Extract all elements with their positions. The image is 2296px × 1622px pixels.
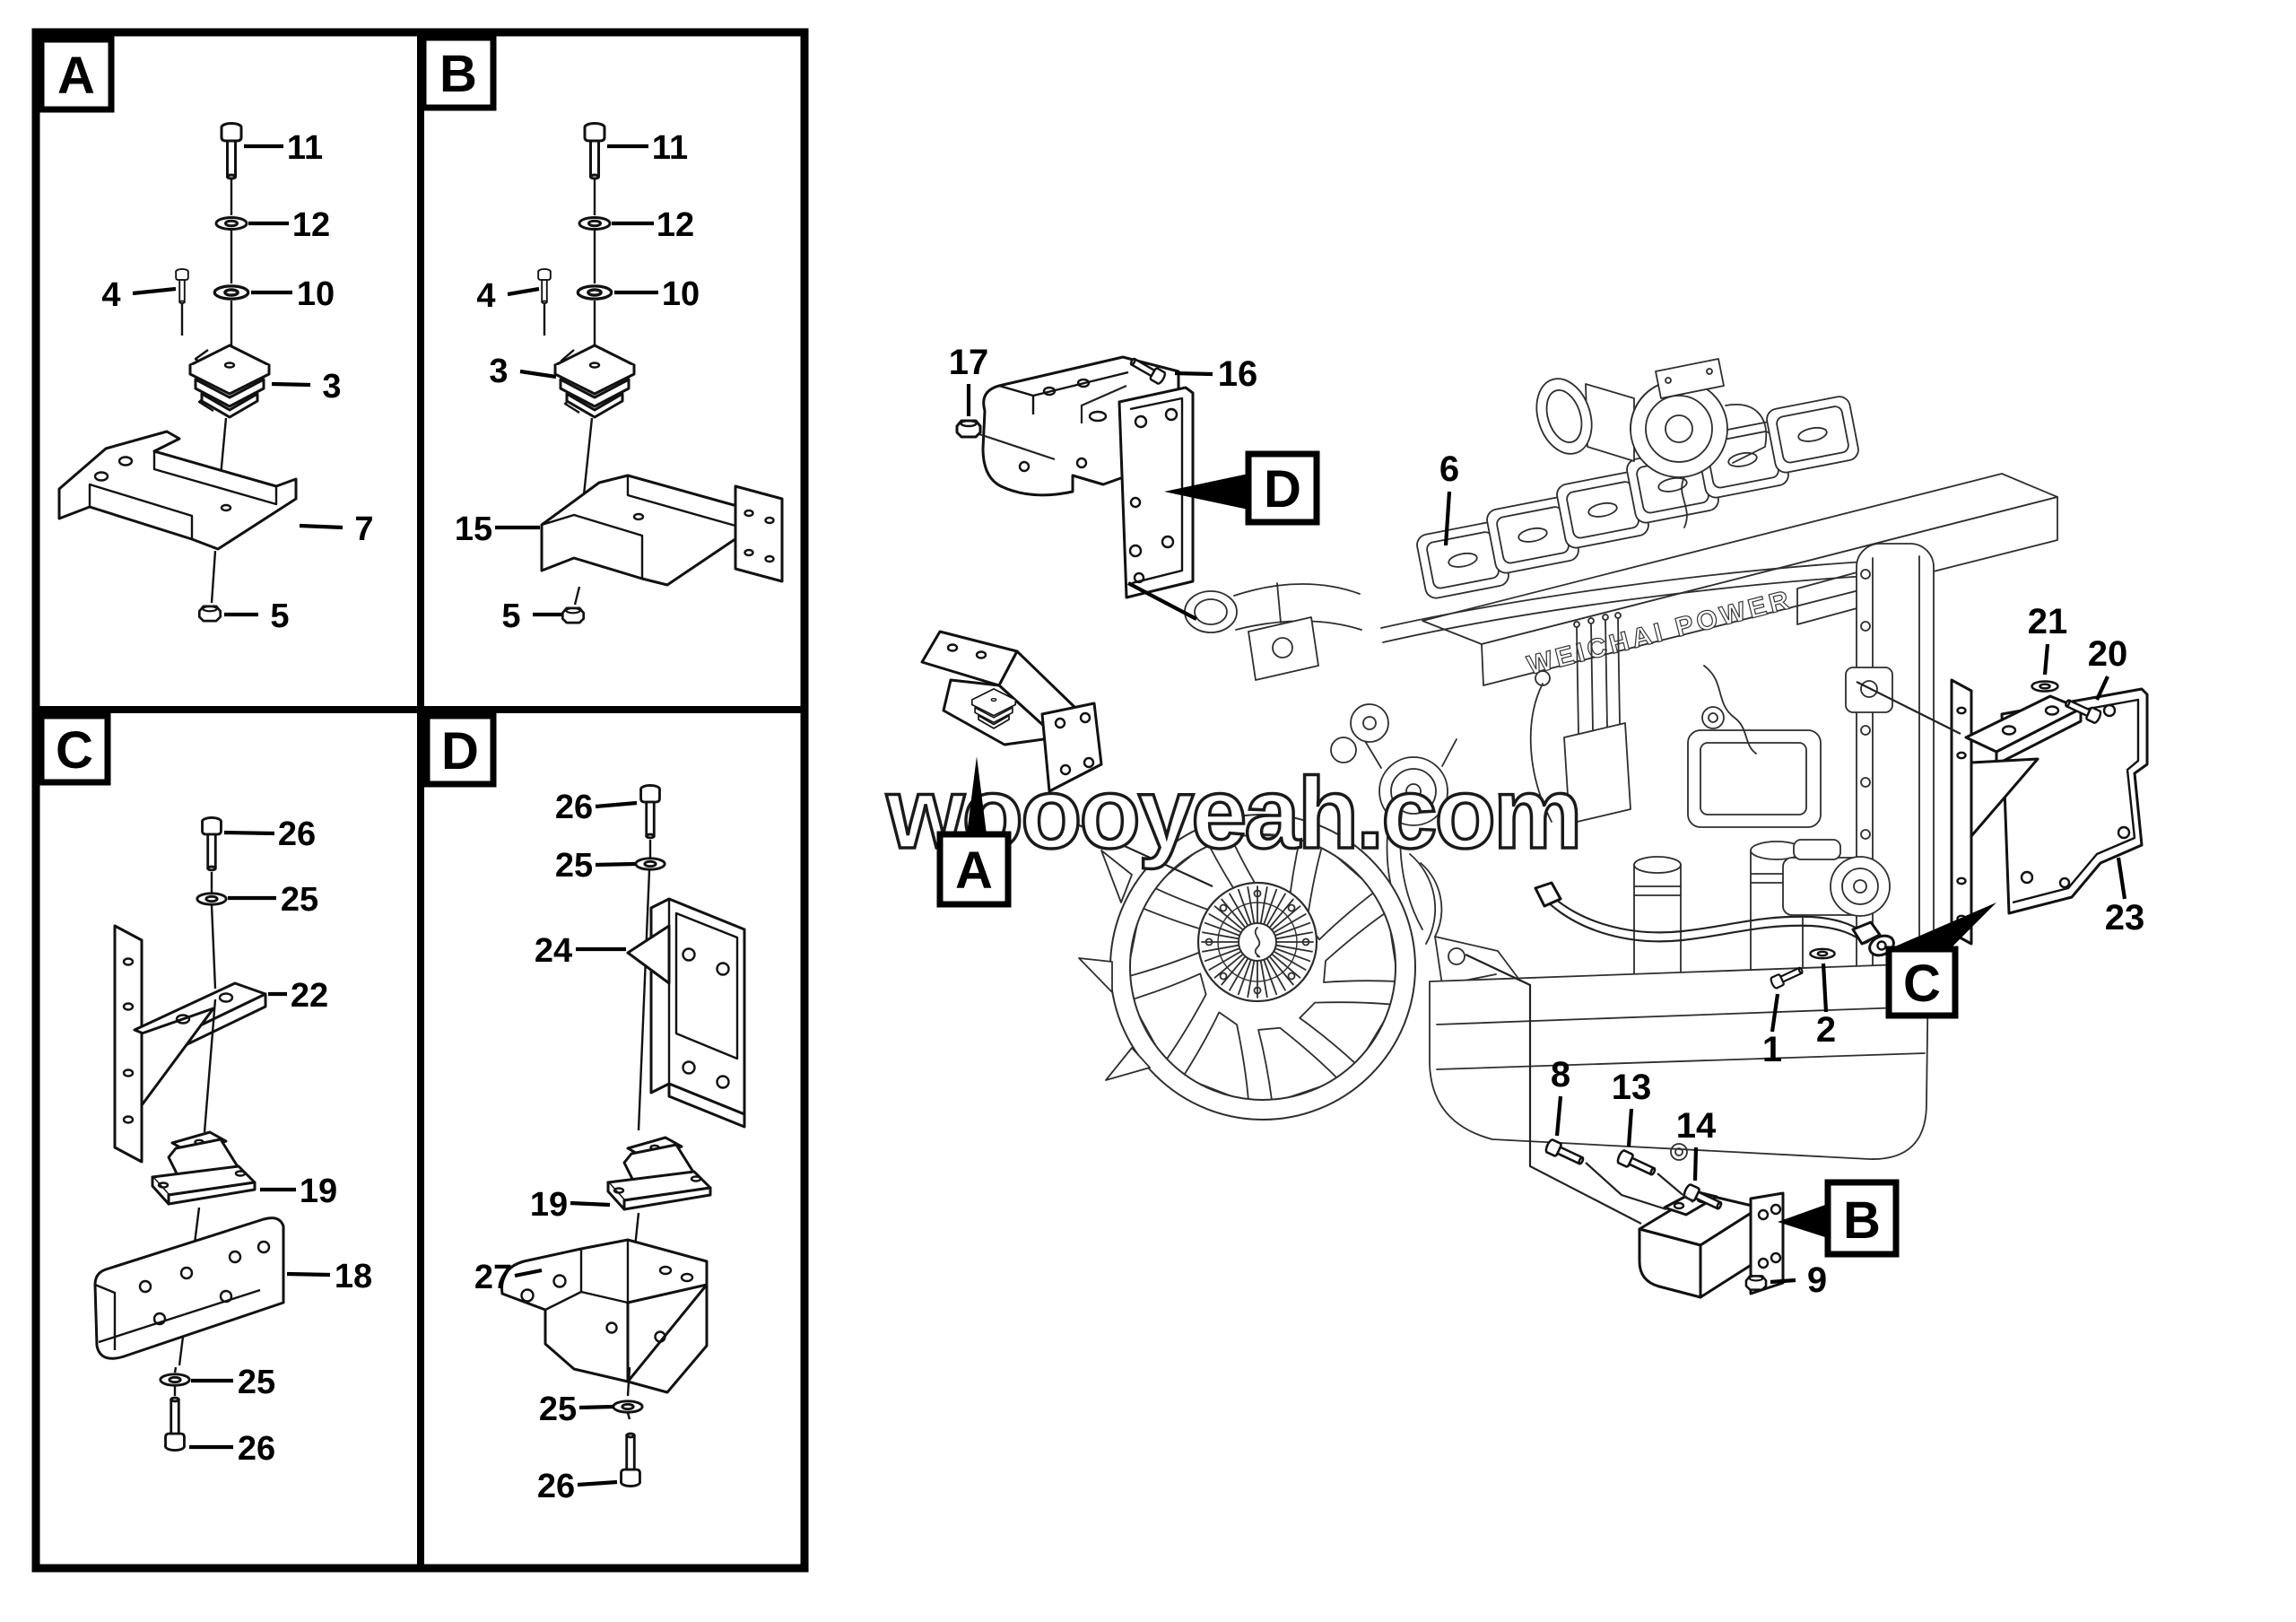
panel-b-callout-12: 12: [657, 206, 694, 244]
panel-d-parts: [500, 784, 746, 1487]
panel-c-bracket18-drawing: [93, 1216, 285, 1360]
panel-d: D 26 25 24 19 27 25 26: [423, 712, 746, 1505]
callout-17: 17: [949, 343, 989, 382]
panel-d-callout-26-top: 26: [555, 789, 593, 826]
panel-c-callout-22: 22: [291, 977, 328, 1015]
panel-a-callout-10: 10: [297, 275, 335, 313]
panel-b-callout-11: 11: [652, 129, 688, 167]
panel-b-callout-10: 10: [662, 275, 700, 313]
intake-elbow: [1184, 582, 1362, 681]
panel-c-callout-18: 18: [335, 1258, 372, 1295]
ref-box-b-letter: B: [1843, 1191, 1881, 1250]
panel-a: A 11 12 10 4 3 7 5: [38, 36, 374, 635]
panel-c-ref-box: C: [38, 712, 111, 786]
callout-9: 9: [1807, 1260, 1827, 1300]
rear-mount-boss: [1845, 667, 1893, 713]
starter-motor: [1782, 839, 1891, 917]
panel-d-bracket24-drawing: [626, 897, 746, 1129]
panel-b-callout-15: 15: [455, 510, 492, 548]
turbocharger: [1535, 358, 1768, 528]
panel-c-callout-26-top: 26: [278, 815, 316, 853]
panel-a-callout-4: 4: [101, 276, 120, 314]
panel-c: C 26 25 22 19 18 25 26: [38, 712, 372, 1468]
panel-b-bracket-drawing: [540, 474, 784, 587]
oil-pan: [1429, 963, 1929, 1161]
panel-c-callout-25-top: 25: [281, 881, 318, 919]
callout-2: 2: [1816, 1010, 1836, 1050]
ref-box-d: D: [1164, 450, 1320, 526]
ref-box-b: B: [1778, 1179, 1900, 1258]
assembly-c: [1856, 678, 2149, 946]
cooling-fan: [1078, 814, 1417, 1121]
ref-box-d-letter: D: [1264, 460, 1301, 519]
panel-a-bracket-drawing: [57, 430, 298, 551]
panel-c-callout-26-bottom: 26: [238, 1430, 275, 1468]
main-callouts: 17 16 D 6 A 21 20 23 C 1 2: [936, 343, 2145, 1300]
panel-a-cushion-drawing: [188, 344, 271, 419]
fan-blade-tips: [1078, 850, 1151, 1081]
panel-b-parts: [537, 122, 784, 624]
panel-d-bracket27-drawing: [500, 1238, 709, 1394]
panel-a-callout-3: 3: [322, 368, 341, 406]
panel-b-ref-box: B: [420, 34, 497, 111]
panel-a-callout-11: 11: [287, 129, 323, 167]
ref-box-a: A: [936, 756, 1012, 908]
assembly-d-bracket-drawing: [981, 355, 1195, 599]
assembly-b-bracket-drawing: [1638, 1190, 1785, 1299]
panel-d-callout-24: 24: [535, 932, 572, 970]
ref-box-a-letter: A: [955, 842, 993, 900]
callout-23: 23: [2105, 898, 2145, 937]
panel-a-letter: A: [57, 47, 95, 105]
assembly-b: [1465, 954, 1785, 1299]
panel-a-parts: [57, 122, 298, 623]
panel-b-callout-5: 5: [501, 597, 520, 635]
panel-d-callout-19: 19: [530, 1186, 568, 1224]
ref-box-c: C: [1885, 903, 1996, 1019]
panel-a-callout-5: 5: [270, 597, 289, 635]
panel-d-callout-25-bottom: 25: [539, 1391, 577, 1428]
panel-d-mount-drawing: [606, 1136, 712, 1211]
hose-end-fitting: [1851, 920, 1895, 957]
callout-14: 14: [1676, 1106, 1717, 1146]
panel-d-ref-box: D: [423, 712, 497, 788]
panel-a-ref-box: A: [38, 36, 115, 113]
belt-drive: [1330, 703, 1457, 945]
panel-grid: [31, 28, 809, 1573]
ref-box-c-letter: C: [1903, 955, 1941, 1013]
panel-c-letter: C: [56, 721, 93, 780]
panel-a-callout-7: 7: [354, 510, 373, 548]
fan-clutch: [1196, 881, 1318, 1003]
panel-d-letter: D: [441, 722, 479, 780]
panel-b-callout-3: 3: [489, 353, 508, 390]
panel-b-callout-4: 4: [476, 277, 495, 315]
injection-pump: [1563, 612, 1631, 824]
callout-20: 20: [2088, 634, 2128, 674]
callout-13: 13: [1612, 1068, 1652, 1107]
panel-d-callout-26-bottom: 26: [537, 1468, 575, 1505]
callout-16: 16: [1218, 354, 1258, 394]
panel-b: B 11 12 10 4 3 15 5: [420, 34, 784, 635]
panel-d-callout-25-top: 25: [555, 847, 593, 885]
panel-c-callout-19: 19: [300, 1173, 337, 1210]
hose-assembly: [1534, 881, 1895, 990]
assembly-a-bracket-drawing: [920, 630, 1103, 793]
callout-8: 8: [1551, 1055, 1570, 1094]
panel-c-mount-drawing: [151, 1130, 257, 1206]
callout-1: 1: [1762, 1030, 1782, 1069]
assembly-c-bracket-drawing: [1950, 678, 2149, 946]
panel-b-letter: B: [439, 45, 477, 103]
assembly-d: [955, 353, 1197, 621]
hose-start-fitting: [1534, 881, 1562, 908]
callout-21: 21: [2028, 602, 2068, 641]
oil-cooler: [1687, 706, 1822, 828]
panel-c-parts: [93, 816, 285, 1452]
callout-6: 6: [1439, 449, 1459, 489]
assembly-a: [920, 630, 1213, 888]
panel-d-callout-27: 27: [474, 1259, 512, 1296]
panel-c-bracket22-drawing: [113, 924, 267, 1164]
panel-a-callout-12: 12: [292, 206, 330, 244]
panel-c-callout-25-bottom: 25: [238, 1364, 275, 1401]
